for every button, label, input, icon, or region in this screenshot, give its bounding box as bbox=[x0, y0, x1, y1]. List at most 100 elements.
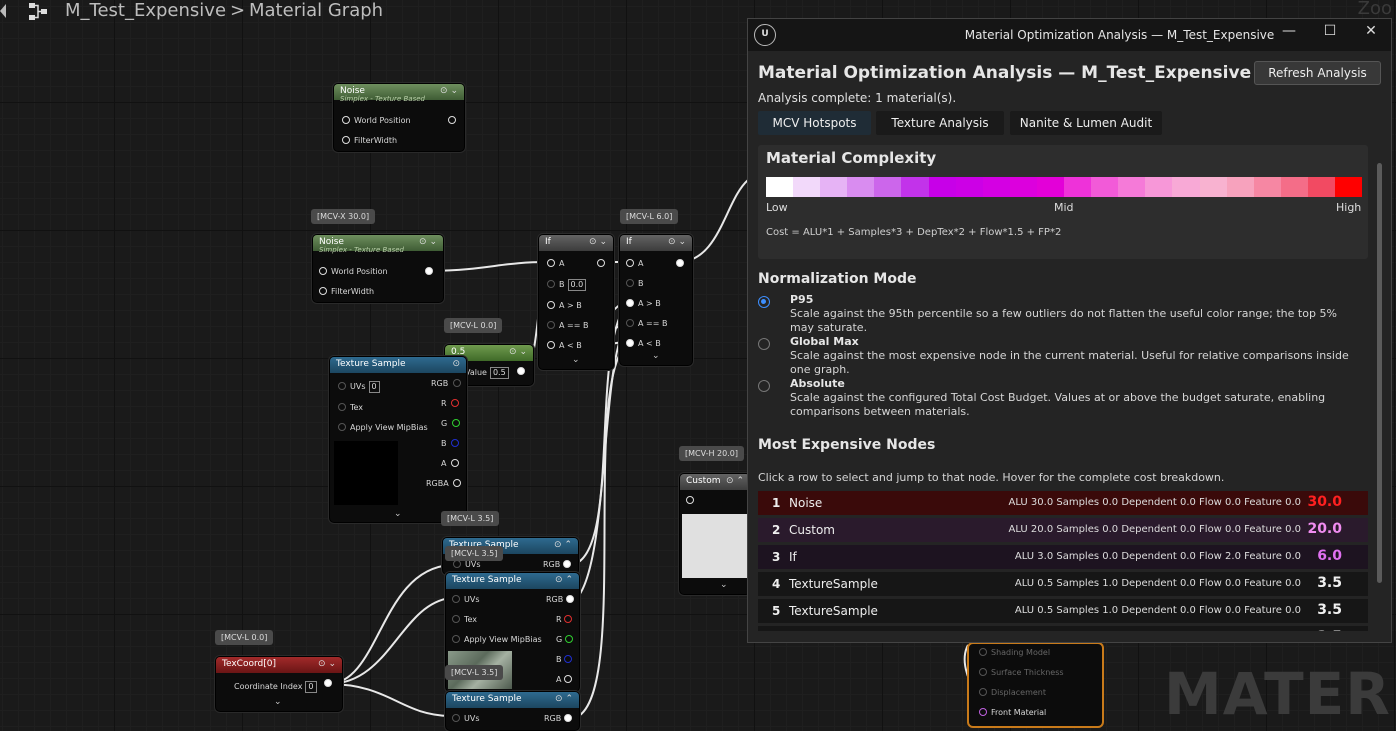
close-icon[interactable]: ✕ bbox=[1365, 23, 1377, 39]
pin-filterwidth[interactable]: FilterWidth bbox=[319, 287, 374, 296]
pin-a[interactable]: A bbox=[547, 259, 564, 268]
radio-absolute[interactable] bbox=[758, 380, 770, 392]
pin-uvs[interactable]: UVs bbox=[453, 560, 481, 569]
pin-uvs[interactable]: UVs bbox=[452, 714, 480, 723]
output-rgb[interactable]: RGB bbox=[431, 379, 465, 388]
output-pin[interactable] bbox=[597, 259, 609, 268]
output-pin[interactable] bbox=[676, 259, 688, 268]
pin-icon bbox=[453, 560, 461, 568]
output-r[interactable]: R bbox=[556, 615, 576, 624]
collapse-icon[interactable]: ⊙ ⌃ bbox=[555, 694, 573, 704]
material-output-node[interactable]: Shading Model Surface Thickness Displace… bbox=[968, 643, 1103, 727]
noise-node-top[interactable]: Noise Simplex - Texture Based ⊙ ⌄ World … bbox=[333, 83, 465, 152]
pin-a-lt-b[interactable]: A < B bbox=[626, 339, 661, 348]
pin-a-lt-b[interactable]: A < B bbox=[547, 341, 582, 350]
pin-a-gt-b[interactable]: A > B bbox=[547, 301, 582, 310]
pin-front-material[interactable]: Front Material bbox=[979, 708, 1046, 717]
output-pin[interactable] bbox=[448, 116, 460, 125]
collapse-icon[interactable]: ⊙ ⌃ bbox=[554, 540, 572, 550]
output-g[interactable]: G bbox=[556, 635, 577, 644]
pin-icon bbox=[563, 714, 572, 722]
radio-p95[interactable] bbox=[758, 296, 770, 308]
collapse-icon[interactable]: ⊙ bbox=[452, 359, 460, 369]
tab-nanite-lumen-audit[interactable]: Nanite & Lumen Audit bbox=[1010, 111, 1162, 135]
collapse-icon[interactable]: ⊙ ⌄ bbox=[318, 659, 336, 669]
output-rgba[interactable]: RGBA bbox=[426, 479, 465, 488]
output-g[interactable]: G bbox=[441, 419, 464, 428]
pin-displacement[interactable]: Displacement bbox=[979, 688, 1046, 697]
custom-node[interactable]: Custom⊙ ⌃ ⌄ bbox=[679, 473, 751, 595]
expand-icon[interactable]: ⌄ bbox=[394, 509, 402, 519]
output-rgb[interactable]: RGB bbox=[544, 714, 576, 723]
pin-surface-thickness[interactable]: Surface Thickness bbox=[979, 668, 1064, 677]
tab-mcv-hotspots[interactable]: MCV Hotspots bbox=[758, 111, 871, 135]
output-b[interactable]: B bbox=[556, 655, 576, 664]
refresh-analysis-button[interactable]: Refresh Analysis bbox=[1254, 61, 1381, 85]
output-pin[interactable] bbox=[517, 367, 529, 376]
node-header: If⊙ ⌄ bbox=[620, 235, 692, 251]
pin-a[interactable]: A bbox=[626, 259, 643, 268]
pin-filterwidth[interactable]: FilterWidth bbox=[342, 136, 397, 145]
noise-node-main[interactable]: Noise Simplex - Texture Based ⊙ ⌄ World … bbox=[312, 234, 444, 303]
output-rgb[interactable]: RGB bbox=[543, 560, 575, 569]
expand-icon[interactable]: ⌄ bbox=[652, 351, 660, 361]
tab-texture-analysis[interactable]: Texture Analysis bbox=[876, 111, 1004, 135]
expand-icon[interactable]: ⌄ bbox=[572, 355, 580, 365]
radio-global-max[interactable] bbox=[758, 338, 770, 350]
breadcrumb-graph[interactable]: Material Graph bbox=[249, 0, 384, 21]
minimize-icon[interactable]: — bbox=[1282, 23, 1296, 39]
window-titlebar[interactable]: U Material Optimization Analysis — M_Tes… bbox=[748, 19, 1391, 51]
collapse-icon[interactable]: ⊙ ⌄ bbox=[419, 237, 437, 247]
pin-uvs[interactable]: UVs bbox=[452, 595, 480, 604]
if-node-2[interactable]: If⊙ ⌄ A B A > B A == B A < B ⌄ bbox=[619, 234, 693, 366]
pin-tex[interactable]: Tex bbox=[338, 403, 363, 412]
window-scrollbar[interactable] bbox=[1377, 163, 1382, 583]
collapse-icon[interactable]: ⊙ ⌄ bbox=[509, 347, 527, 357]
output-rgb[interactable]: RGB bbox=[546, 595, 578, 604]
collapse-icon[interactable]: ⊙ ⌃ bbox=[726, 476, 744, 486]
pin-mip-bias[interactable]: Apply View MipBias bbox=[338, 423, 428, 432]
pin-b[interactable]: B bbox=[626, 279, 644, 288]
output-r[interactable]: R bbox=[441, 399, 463, 408]
expand-icon[interactable]: ⌄ bbox=[274, 697, 282, 707]
row-metrics: ALU 30.0 Samples 0.0 Dependent 0.0 Flow … bbox=[1008, 497, 1302, 508]
collapse-icon[interactable]: ⊙ ⌃ bbox=[555, 575, 573, 585]
pin-a-gt-b[interactable]: A > B bbox=[626, 299, 661, 308]
expand-icon[interactable]: ⌄ bbox=[720, 580, 728, 590]
pin-a-eq-b[interactable]: A == B bbox=[626, 319, 667, 328]
pin-tex[interactable]: Tex bbox=[452, 615, 477, 624]
output-pin[interactable] bbox=[425, 267, 437, 276]
maximize-icon[interactable]: ☐ bbox=[1323, 23, 1337, 39]
collapse-icon[interactable]: ⊙ ⌄ bbox=[589, 237, 607, 247]
output-pin[interactable] bbox=[686, 496, 698, 505]
back-arrow-icon[interactable] bbox=[0, 4, 6, 18]
pin-world-position[interactable]: World Position bbox=[342, 116, 411, 125]
breadcrumb-asset[interactable]: M_Test_Expensive bbox=[65, 0, 227, 21]
output-a[interactable]: A bbox=[556, 675, 576, 684]
collapse-icon[interactable]: ⊙ ⌄ bbox=[440, 86, 458, 96]
output-b[interactable]: B bbox=[441, 439, 463, 448]
expensive-node-row[interactable]: 6TextureSampleALU 0.5 Samples 1.0 Depend… bbox=[758, 626, 1368, 631]
pin-shading-model[interactable]: Shading Model bbox=[979, 648, 1050, 657]
ramp-high-label: High bbox=[1336, 201, 1362, 214]
texture-sample-node[interactable]: Texture Sample⊙ ⌃ UVs RGB bbox=[445, 691, 580, 731]
collapse-icon[interactable]: ⊙ ⌄ bbox=[668, 237, 686, 247]
pin-a-eq-b[interactable]: A == B bbox=[547, 321, 588, 330]
pin-world-position[interactable]: World Position bbox=[319, 267, 388, 276]
pin-icon bbox=[564, 635, 573, 643]
output-a[interactable]: A bbox=[441, 459, 463, 468]
pin-mip-bias[interactable]: Apply View MipBias bbox=[452, 635, 542, 644]
output-pin[interactable] bbox=[324, 679, 336, 688]
